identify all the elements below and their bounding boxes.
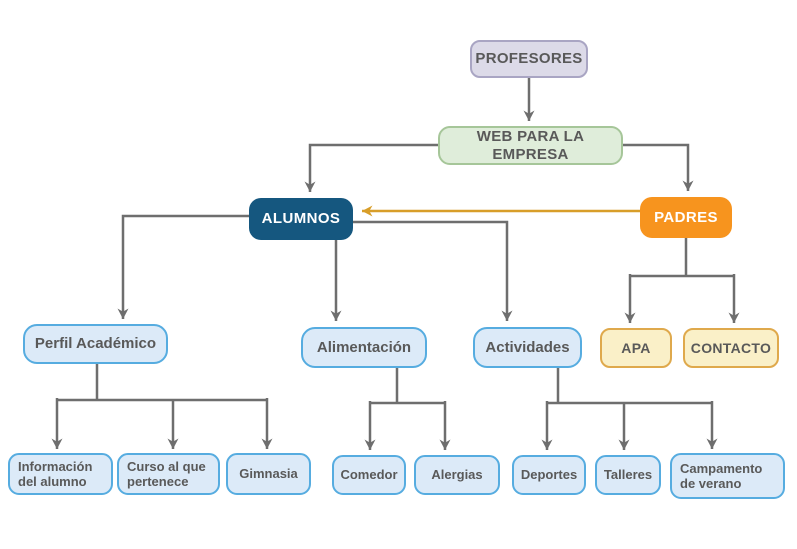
edge-alumnos-actividades xyxy=(353,220,513,321)
node-talleres: Talleres xyxy=(595,455,661,495)
edge-actividades-children-trunk xyxy=(547,368,712,405)
node-contacto: CONTACTO xyxy=(683,328,779,368)
edge-alumnos-perfil xyxy=(117,214,249,319)
node-deportes: Deportes xyxy=(512,455,586,495)
edge-web-padres xyxy=(623,143,694,191)
node-curso-al-que-pertenece: Curso al que pertenece xyxy=(117,453,220,495)
edge-alimentacion-children-trunk xyxy=(370,368,445,405)
edge-web-alumnos xyxy=(304,143,438,192)
edge-padres-children-trunk xyxy=(630,238,734,278)
node-comedor: Comedor xyxy=(332,455,406,495)
node-campamento-de-verano: Campamento de verano xyxy=(670,453,785,499)
node-gimnasia: Gimnasia xyxy=(226,453,311,495)
node-actividades: Actividades xyxy=(473,327,582,368)
node-perfil-academico: Perfil Académico xyxy=(23,324,168,364)
node-alimentacion: Alimentación xyxy=(301,327,427,368)
node-informacion-del-alumno: Información del alumno xyxy=(8,453,113,495)
node-padres: PADRES xyxy=(640,197,732,238)
node-alergias: Alergias xyxy=(414,455,500,495)
node-alumnos: ALUMNOS xyxy=(249,198,353,240)
node-apa: APA xyxy=(600,328,672,368)
node-profesores: PROFESORES xyxy=(470,40,588,78)
edge-perfil-children-trunk xyxy=(57,364,267,402)
node-web-para-la-empresa: WEB PARA LA EMPRESA xyxy=(438,126,623,165)
